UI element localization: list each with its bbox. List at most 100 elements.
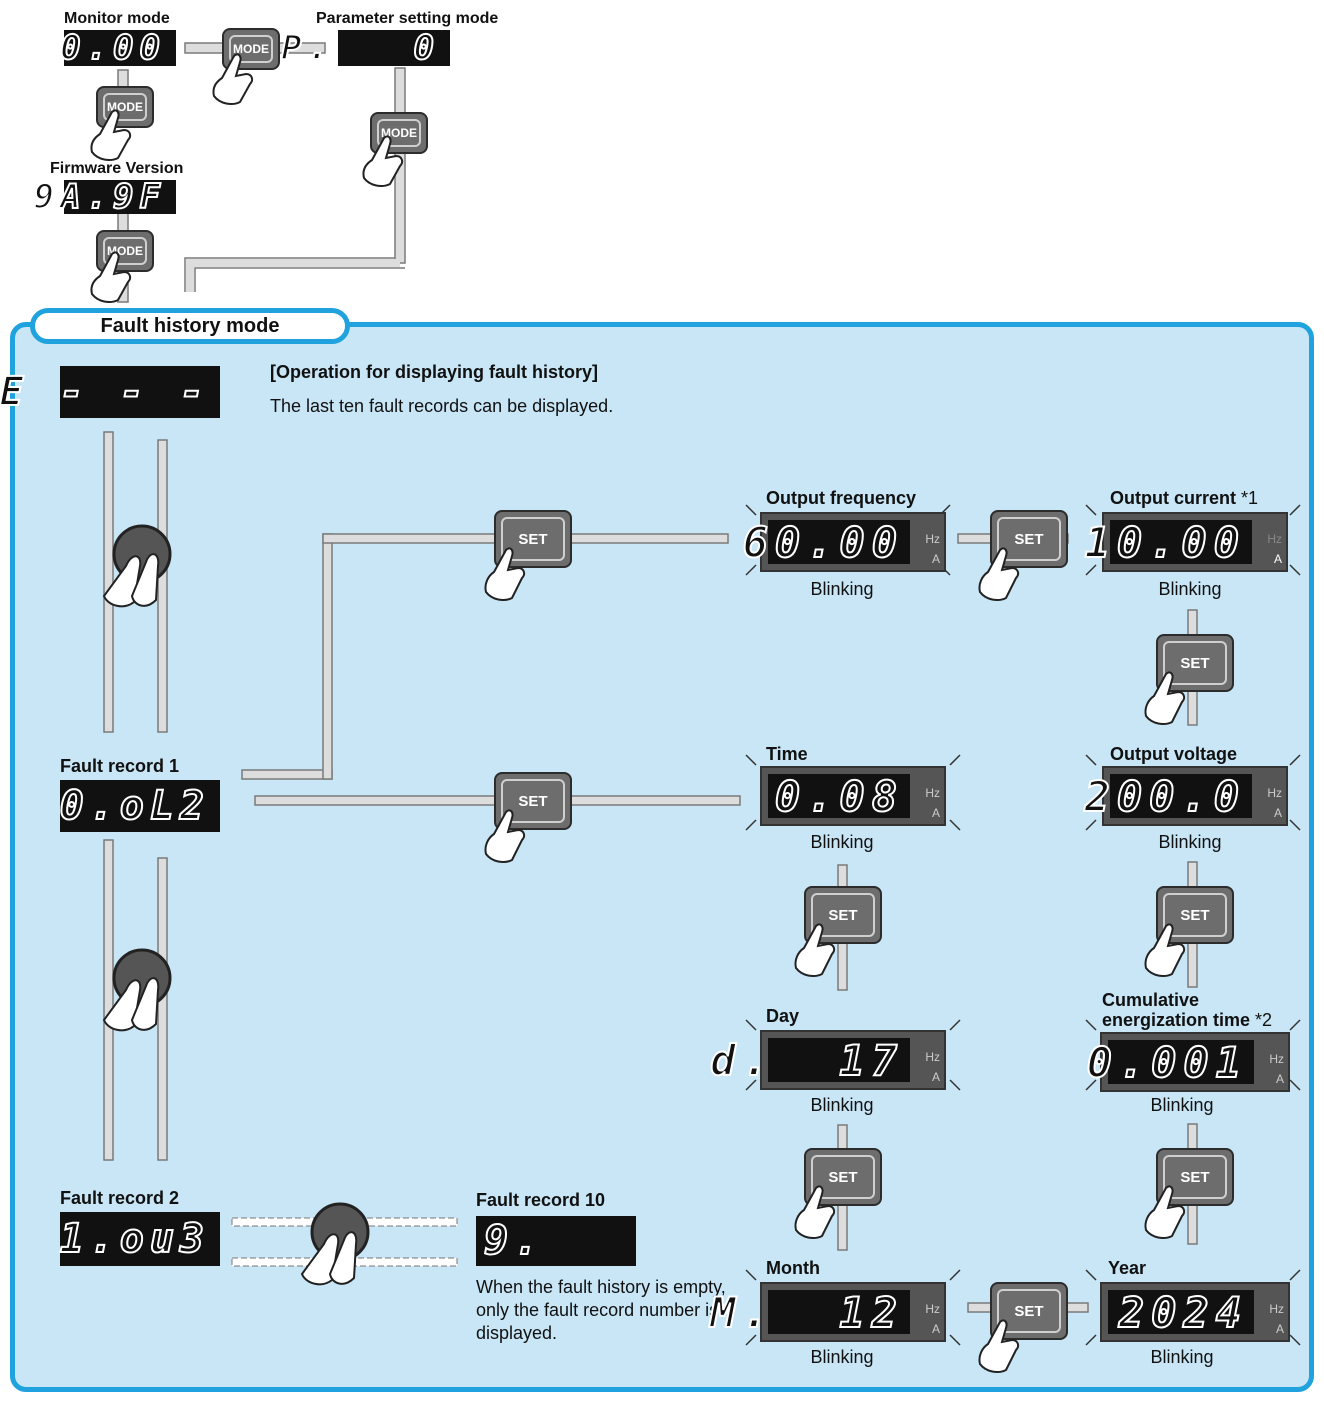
mode-key-left-upper[interactable]: MODE [96,86,154,128]
firmware-display-value: 9A.9F [33,176,166,218]
unit-hz: Hz [925,786,940,800]
set-key-label: SET [1163,893,1227,937]
setting-dial-icon [102,524,172,608]
unit-hz: Hz [1269,1302,1284,1316]
unit-a: A [931,1070,940,1084]
day-value: d. 17 [709,1035,904,1086]
blinking-label: Blinking [810,1347,874,1367]
hand-pointer-icon [794,1185,836,1239]
hand-pointer-icon [212,53,254,105]
parameter-mode-label: Parameter setting mode [316,10,499,27]
set-key-label: SET [997,1289,1061,1333]
blinking-label: Blinking [810,832,874,852]
time-label: Time [766,744,808,764]
set-key-label: SET [501,517,565,561]
set-key-label: SET [811,893,875,937]
unit-hz: Hz [1267,786,1282,800]
set-key-label: SET [1163,1155,1227,1199]
blinking-label: Blinking [1158,832,1222,852]
set-key-to-year[interactable]: SET [1156,1148,1234,1206]
unit-a: A [1275,1322,1284,1336]
output-frequency-display: 60.00 Hz A [742,512,946,572]
cumulative-text: energization time [1102,1010,1251,1030]
cumulative-label-line1: Cumulative [1102,990,1200,1010]
fault-start-display: E - - - [0,366,220,418]
output-current-text: Output current [1110,488,1236,508]
set-key-label: SET [811,1155,875,1199]
fault-history-title: Fault history mode [100,314,280,337]
mode-key-top[interactable]: MODE [222,28,280,70]
year-label: Year [1108,1258,1147,1278]
hand-pointer-icon [1144,671,1186,725]
monitor-display: 0.00 [59,27,176,69]
hand-pointer-icon [484,547,526,601]
fault-record-1-value: 0.oL2 [59,782,210,830]
output-current-label: Output current *1 [1110,488,1258,509]
hand-pointer-icon [90,251,132,303]
empty-history-note: When the fault history is empty, only th… [476,1277,726,1343]
cumulative-display: 0.001 Hz A [1086,1032,1290,1092]
fault-record-2-label: Fault record 2 [60,1188,180,1208]
unit-a: A [1273,806,1282,820]
unit-a: A [1275,1072,1284,1086]
hand-pointer-icon [362,135,404,187]
blinking-label: Blinking [1150,1347,1214,1367]
month-label: Month [766,1258,820,1278]
output-current-value: 10.00 [1084,517,1246,568]
hand-pointer-icon [484,809,526,863]
blinking-label: Blinking [810,1095,874,1115]
cumulative-label-line2: energization time *2 [1102,1010,1272,1031]
fault-record-10-display: 9. [476,1216,636,1266]
monitor-mode-label: Monitor mode [64,10,170,27]
set-key-to-record-1[interactable]: SET [494,772,572,830]
set-key-label: SET [1163,641,1227,685]
fault-record-1-display: 0.oL2 [59,780,220,832]
day-display: d. 17 Hz A [709,1030,946,1090]
hand-pointer-icon [1144,923,1186,977]
year-value: 2024 [1118,1287,1248,1338]
fault-record-2-value: 1.ou3 [59,1215,210,1263]
setting-dial-icon [300,1202,370,1286]
fault-history-tab: Fault history mode [30,308,350,344]
unit-hz: Hz [925,1050,940,1064]
cumulative-value: 0.001 [1086,1037,1248,1088]
hand-pointer-icon [978,547,1020,601]
mode-key-label: MODE [229,35,273,63]
parameter-display: P. 0 [280,27,450,69]
output-voltage-label: Output voltage [1110,744,1237,764]
monitor-display-value: 0.00 [59,27,166,69]
output-voltage-value: 200.0 [1084,771,1246,822]
parameter-display-value: P. 0 [280,27,440,69]
day-label: Day [766,1006,800,1026]
fault-start-display-value: E - - - [0,368,210,416]
fault-record-10-label: Fault record 10 [476,1190,606,1210]
time-value: 0.08 [774,771,904,822]
blinking-label: Blinking [1150,1095,1214,1115]
output-voltage-display: 200.0 Hz A [1084,766,1288,826]
blinking-label: Blinking [810,579,874,599]
fault-record-1-label: Fault record 1 [60,756,180,776]
set-key-to-voltage[interactable]: SET [1156,634,1234,692]
operation-heading: [Operation for displaying fault history] [270,362,599,382]
hand-pointer-icon [978,1319,1020,1373]
hand-pointer-icon [90,109,132,161]
unit-hz: Hz [925,532,940,546]
setting-dial-icon [102,948,172,1032]
fault-record-10-value: 9. [483,1217,545,1265]
fault-history-panel [10,322,1314,1392]
hand-pointer-icon [1144,1185,1186,1239]
cumulative-note: *2 [1255,1010,1273,1030]
set-key-label: SET [501,779,565,823]
unit-hz: Hz [1269,1052,1284,1066]
year-display: 2024 Hz A [1100,1282,1290,1342]
unit-hz: Hz [1267,532,1282,546]
set-key-label: SET [997,517,1061,561]
output-current-note: *1 [1241,488,1259,508]
mode-key-label: MODE [377,119,421,147]
operation-description: The last ten fault records can be displa… [270,396,614,416]
blinking-label: Blinking [1158,579,1222,599]
time-display: 0.08 Hz A [760,766,946,826]
output-frequency-label: Output frequency [766,488,917,508]
unit-hz: Hz [925,1302,940,1316]
